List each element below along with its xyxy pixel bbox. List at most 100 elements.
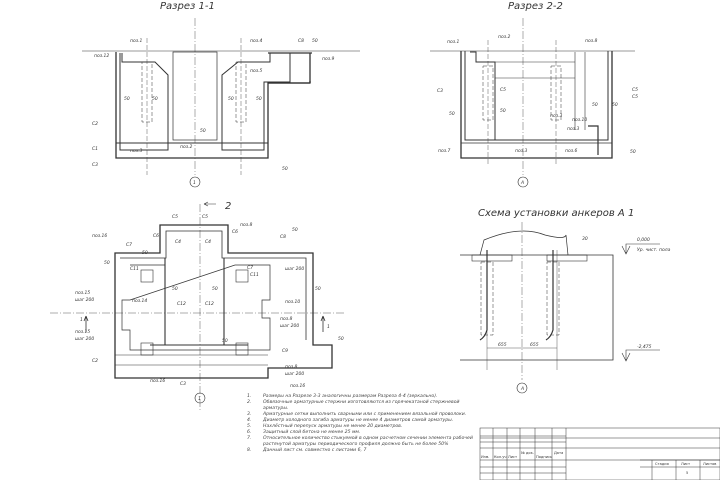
svg-text:С5: С5 <box>500 87 506 93</box>
svg-text:655: 655 <box>498 342 507 348</box>
svg-text:Подпись: Подпись <box>536 455 552 459</box>
svg-text:С2: С2 <box>92 358 98 364</box>
svg-text:50: 50 <box>592 102 598 108</box>
note-5: 5.Нахлёстный перепуск арматуры не менее … <box>247 424 403 429</box>
svg-text:поз.15: поз.15 <box>75 290 90 296</box>
svg-text:С6: С6 <box>232 229 238 235</box>
section-2-2-title: Разрез 2-2 <box>508 1 563 12</box>
svg-text:50: 50 <box>338 336 344 342</box>
anchor-labels: А 0,000 Ур. чист. пола -2,475 655 655 30 <box>498 236 671 392</box>
svg-text:поз.12: поз.12 <box>94 53 109 59</box>
svg-text:Листов: Листов <box>703 462 716 466</box>
plan-labels: поз.16 поз.16 поз.15 шаг 200 поз.15 шаг … <box>75 214 344 389</box>
svg-text:поз.3: поз.3 <box>515 148 528 154</box>
svg-text:Кол.уч: Кол.уч <box>494 455 506 459</box>
svg-text:поз.2: поз.2 <box>180 144 193 150</box>
axis-label: 1 <box>198 396 201 402</box>
svg-text:шаг 200: шаг 200 <box>75 297 94 303</box>
svg-text:№ док.: № док. <box>521 451 534 455</box>
svg-text:поз.16: поз.16 <box>290 383 305 389</box>
section-1-1-title: Разрез 1-1 <box>160 1 215 12</box>
svg-text:С11: С11 <box>130 266 139 272</box>
svg-text:50: 50 <box>222 338 228 344</box>
svg-text:С8: С8 <box>298 38 304 44</box>
svg-text:30: 30 <box>582 236 588 242</box>
svg-text:поз.7: поз.7 <box>438 148 451 154</box>
svg-text:поз.10: поз.10 <box>285 299 300 305</box>
svg-text:С7: С7 <box>247 265 253 271</box>
svg-text:50: 50 <box>152 96 158 102</box>
anchor-scheme-title: Схема установки анкеров А 1 <box>478 208 634 219</box>
svg-text:С9: С9 <box>282 348 288 354</box>
svg-text:С3: С3 <box>92 162 98 168</box>
svg-text:поз.8: поз.8 <box>285 364 298 370</box>
svg-text:поз.6: поз.6 <box>565 148 578 154</box>
svg-text:С4: С4 <box>205 239 211 245</box>
svg-text:С6: С6 <box>153 233 159 239</box>
svg-text:поз.10: поз.10 <box>572 117 587 123</box>
svg-text:Изм.: Изм. <box>481 455 489 459</box>
axis-label: 1 <box>193 180 196 186</box>
svg-text:Стадия: Стадия <box>655 462 669 466</box>
general-notes: 1.Размеры на Разрезе 3-3 аналогичны разм… <box>247 394 477 454</box>
note-7: 7.Относительное количество стыкуемой в о… <box>247 436 473 447</box>
svg-text:С5: С5 <box>632 94 638 100</box>
svg-text:шаг 200: шаг 200 <box>285 371 304 377</box>
svg-text:Дата: Дата <box>554 451 563 455</box>
note-2: 2.Обвязочные арматурные стержни изготовл… <box>247 400 460 411</box>
svg-text:С11: С11 <box>250 272 259 278</box>
svg-text:50: 50 <box>630 149 636 155</box>
svg-text:шаг 200: шаг 200 <box>285 266 304 272</box>
svg-text:50: 50 <box>200 128 206 134</box>
svg-text:С5: С5 <box>172 214 178 220</box>
svg-text:шаг 200: шаг 200 <box>280 323 299 329</box>
svg-text:поз.8: поз.8 <box>585 38 598 44</box>
svg-text:поз.1: поз.1 <box>130 38 143 44</box>
svg-text:Лист: Лист <box>508 455 517 459</box>
svg-text:поз.3: поз.3 <box>130 148 143 154</box>
section-1-1: Разрез 1-1 1 поз.1 поз.12 поз.4 поз.9 по… <box>82 1 360 188</box>
note-3: 3.Арматурные сетки выполнить сварными ил… <box>247 412 467 417</box>
cut-arrow-icon <box>203 201 216 207</box>
svg-text:50: 50 <box>142 250 148 256</box>
svg-text:50: 50 <box>124 96 130 102</box>
svg-text:С12: С12 <box>205 301 214 307</box>
svg-text:поз.2: поз.2 <box>498 34 511 40</box>
svg-text:50: 50 <box>312 38 318 44</box>
level-mark-icon <box>621 243 660 255</box>
cut-mark: 2 <box>225 201 231 212</box>
svg-text:А: А <box>520 386 524 392</box>
title-block: Изм. Кол.уч Лист № док. Подпись Дата Ста… <box>479 427 720 480</box>
svg-text:50: 50 <box>256 96 262 102</box>
svg-text:50: 50 <box>212 286 218 292</box>
svg-text:Ур. чист. пола: Ур. чист. пола <box>637 247 671 253</box>
svg-text:5: 5 <box>686 471 688 475</box>
svg-text:С7: С7 <box>126 242 132 248</box>
svg-text:50: 50 <box>315 286 321 292</box>
svg-text:поз.8: поз.8 <box>280 316 293 322</box>
svg-text:50: 50 <box>228 96 234 102</box>
svg-text:поз.3: поз.3 <box>550 113 563 119</box>
section-2-2-labels: поз.1 поз.2 поз.8 С3 С5 С5 С5 поз.3 поз.… <box>437 34 638 155</box>
svg-text:поз.14: поз.14 <box>132 298 147 304</box>
svg-text:С2: С2 <box>92 121 98 127</box>
svg-text:С4: С4 <box>175 239 181 245</box>
note-6: 6.Защитный слой бетона не менее 25 мм. <box>247 430 361 435</box>
section-1-1-labels: поз.1 поз.12 поз.4 поз.9 поз.5 поз.3 поз… <box>92 38 335 172</box>
svg-text:50: 50 <box>292 227 298 233</box>
note-1: 1.Размеры на Разрезе 3-3 аналогичны разм… <box>247 394 438 399</box>
plan-view: 2 1 1 1 поз.16 поз.16 поз.15 шаг 200 поз… <box>50 201 345 412</box>
svg-text:поз.4: поз.4 <box>250 38 263 44</box>
svg-text:С3: С3 <box>180 381 186 387</box>
svg-text:С5: С5 <box>632 87 638 93</box>
svg-text:поз.1: поз.1 <box>447 39 460 45</box>
note-8: 8.Данный лист см. совместно с листами 6,… <box>247 448 367 453</box>
svg-text:655: 655 <box>530 342 539 348</box>
svg-text:поз.16: поз.16 <box>150 378 165 384</box>
level-mark-icon <box>621 349 660 362</box>
svg-text:50: 50 <box>612 102 618 108</box>
svg-text:50: 50 <box>500 108 506 114</box>
svg-text:С5: С5 <box>202 214 208 220</box>
svg-text:поз.5: поз.5 <box>250 68 263 74</box>
svg-text:С12: С12 <box>177 301 186 307</box>
